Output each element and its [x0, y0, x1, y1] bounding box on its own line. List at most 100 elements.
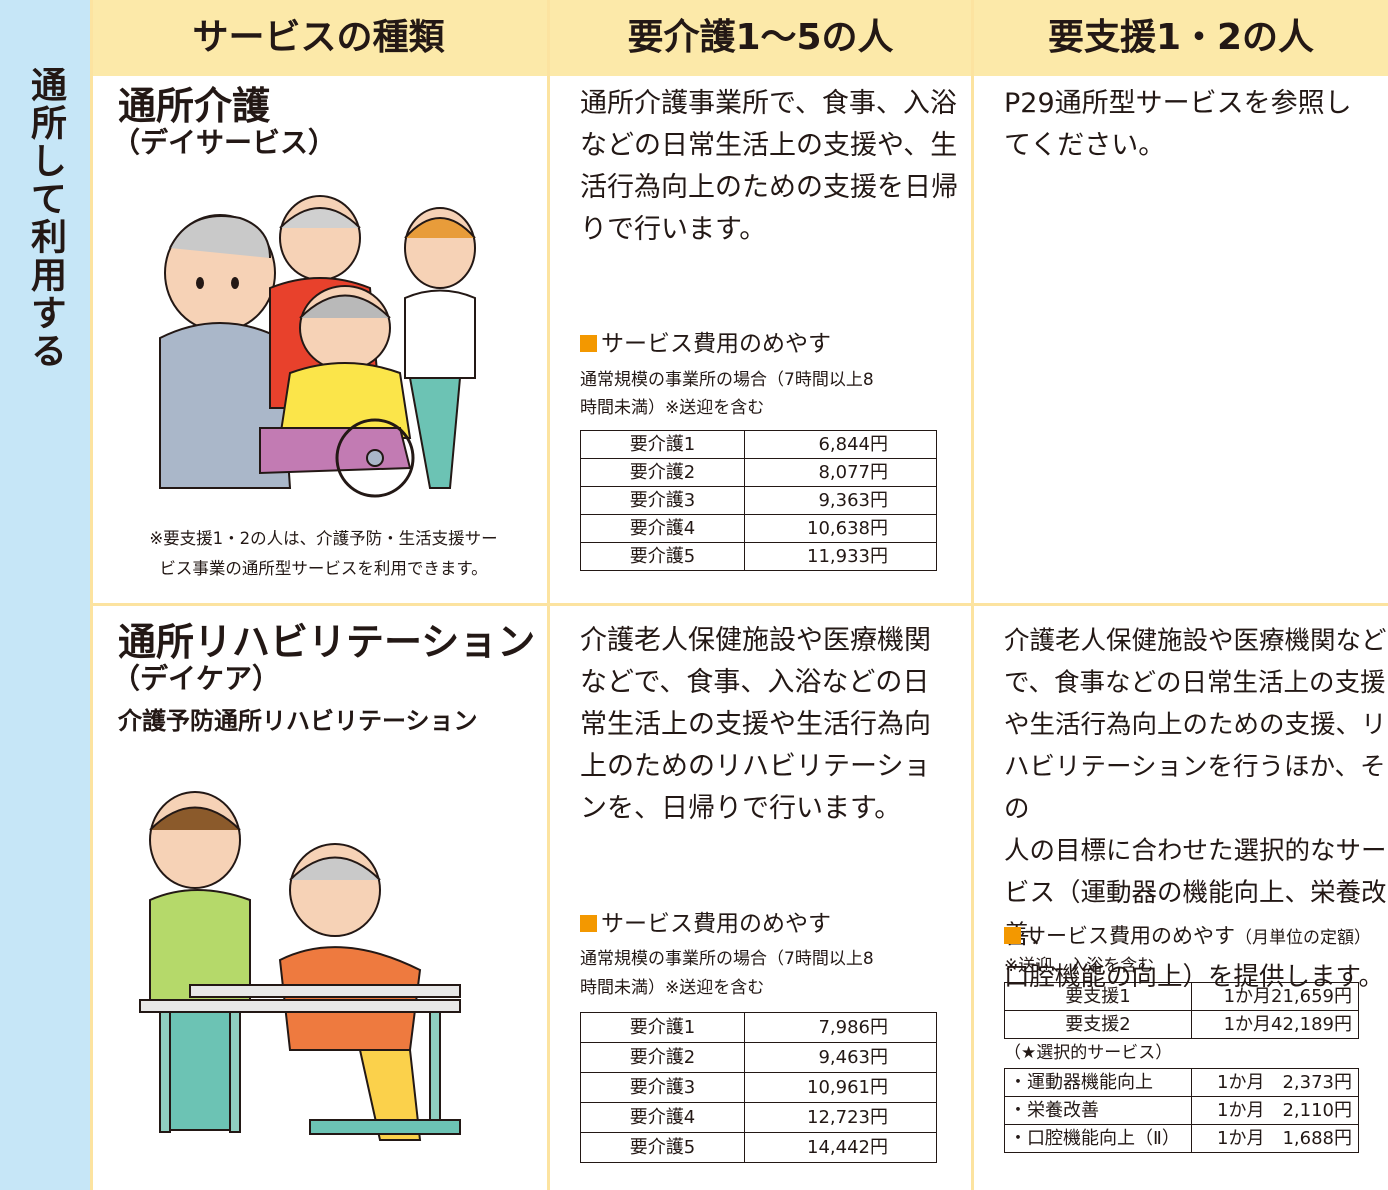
fee-amount: 1か月42,189円	[1191, 1010, 1359, 1039]
fee-level: 要介護1	[580, 430, 745, 459]
fee-level: 要支援1	[1004, 982, 1192, 1011]
fee-level: 要介護5	[580, 1132, 745, 1163]
column-divider	[90, 0, 93, 1190]
prevention-day-care-description: 介護老人保健施設や医療機関など で、食事などの日常生活上の支援 や生活行為向上の…	[1004, 620, 1388, 998]
fee-level: ・運動器機能向上	[1004, 1068, 1192, 1097]
service-subtitle-day-service: （デイサービス）	[112, 126, 337, 159]
fee-level: ・栄養改善	[1004, 1096, 1192, 1125]
fee-note-line1: 通常規模の事業所の場合（7時間以上8	[580, 949, 874, 969]
fee-note-line1: 通常規模の事業所の場合（7時間以上8	[580, 370, 874, 390]
header-service-type: サービスの種類	[192, 17, 445, 58]
fee-heading-label: サービス費用のめやす	[1025, 924, 1235, 948]
fee-level: ・口腔機能向上（Ⅱ）	[1004, 1124, 1192, 1153]
description-line: 常生活上の支援や生活行為向	[580, 709, 931, 740]
fee-amount: 1か月 1,688円	[1191, 1124, 1359, 1153]
fee-heading-note: （月単位の定額）	[1235, 928, 1371, 948]
fee-amount: 9,363円	[744, 486, 937, 515]
fee-amount: 7,986円	[744, 1012, 937, 1043]
day-service-description: 通所介護事業所で、食事、入浴 などの日常生活上の支援や、生 活行為向上のための支…	[580, 83, 958, 251]
side-column: 通所して利用する	[0, 0, 90, 1190]
fee-level: 要介護3	[580, 1072, 745, 1103]
selective-service-label: （★選択的サービス）	[1004, 1043, 1173, 1063]
orange-square-icon	[580, 335, 597, 352]
description-line: ンを、日帰りで行います。	[580, 793, 902, 824]
description-line: 介護老人保健施設や医療機関	[580, 625, 931, 656]
fee-level: 要支援2	[1004, 1010, 1192, 1039]
description-line: などの日常生活上の支援や、生	[580, 130, 958, 161]
fee-amount: 10,961円	[744, 1072, 937, 1103]
fee-level: 要介護5	[580, 542, 745, 571]
fee-amount: 10,638円	[744, 514, 937, 543]
description-line: 人の目標に合わせた選択的なサー	[1004, 836, 1387, 866]
fee-heading-label: サービス費用のめやす	[601, 911, 831, 937]
service-subtitle-day-care: （デイケア）	[112, 662, 281, 695]
description-line: 活行為向上のための支援を日帰	[580, 172, 958, 203]
column-divider	[971, 0, 974, 1190]
fee-heading-label: サービス費用のめやす	[601, 331, 831, 357]
description-line: てください。	[1004, 130, 1166, 161]
fee-amount: 9,463円	[744, 1042, 937, 1073]
side-label: 通所して利用する	[25, 66, 66, 370]
fee-amount: 1か月21,659円	[1191, 982, 1359, 1011]
description-line: 上のためのリハビリテーショ	[580, 751, 931, 782]
support-reference-text: P29通所型サービスを参照し てください。	[1004, 83, 1352, 167]
orange-square-icon	[1004, 927, 1021, 944]
description-line: りで行います。	[580, 214, 767, 245]
description-line: ハビリテーションを行うほか、その	[1004, 752, 1386, 824]
fee-level: 要介護3	[580, 486, 745, 515]
fee-heading: サービス費用のめやす	[580, 330, 831, 358]
table-header	[90, 0, 1388, 76]
fee-level: 要介護2	[580, 458, 745, 487]
column-divider	[547, 0, 550, 1190]
service-subtitle-prevention: 介護予防通所リハビリテーション	[118, 707, 478, 735]
fee-amount: 1か月 2,373円	[1191, 1068, 1359, 1097]
header-care-level: 要介護1〜5の人	[627, 17, 894, 58]
day-care-description: 介護老人保健施設や医療機関 などで、食事、入浴などの日 常生活上の支援や生活行為…	[580, 620, 931, 830]
table-row: ・口腔機能向上（Ⅱ）1か月 1,688円	[1004, 1124, 1359, 1153]
description-line: などで、食事、入浴などの日	[580, 667, 930, 698]
fee-amount: 1か月 2,110円	[1191, 1096, 1359, 1125]
fee-level: 要介護2	[580, 1042, 745, 1073]
support-note-line1: ※要支援1・2の人は、介護予防・生活支援サー	[149, 529, 498, 548]
fee-level: 要介護1	[580, 1012, 745, 1043]
fee-amount: 8,077円	[744, 458, 937, 487]
orange-square-icon	[580, 915, 597, 932]
row-divider	[90, 603, 1388, 606]
description-line: 通所介護事業所で、食事、入浴	[580, 88, 957, 119]
description-line: P29通所型サービスを参照し	[1004, 88, 1352, 119]
fee-amount: 6,844円	[744, 430, 937, 459]
fee-amount: 14,442円	[744, 1132, 937, 1163]
service-title-day-service: 通所介護	[118, 84, 271, 128]
day-service-illustration	[159, 195, 476, 498]
fee-level: 要介護4	[580, 1102, 745, 1133]
support-note-line2: ビス事業の通所型サービスを利用できます。	[159, 559, 488, 578]
fee-note: ※送迎、入浴を含む	[1004, 956, 1155, 976]
fee-level: 要介護4	[580, 514, 745, 543]
fee-amount: 12,723円	[744, 1102, 937, 1133]
fee-amount: 11,933円	[744, 542, 937, 571]
service-title-day-care: 通所リハビリテーション	[118, 620, 536, 664]
fee-note-line2: 時間未満）※送迎を含む	[580, 978, 765, 998]
fee-heading: サービス費用のめやす（月単位の定額）	[1004, 922, 1371, 952]
description-line: や生活行為向上のための支援、リ	[1004, 710, 1387, 740]
description-line: で、食事などの日常生活上の支援	[1004, 668, 1386, 698]
fee-note-line2: 時間未満）※送迎を含む	[580, 398, 765, 418]
description-line: 介護老人保健施設や医療機関など	[1004, 626, 1387, 656]
day-care-illustration	[139, 791, 461, 1141]
